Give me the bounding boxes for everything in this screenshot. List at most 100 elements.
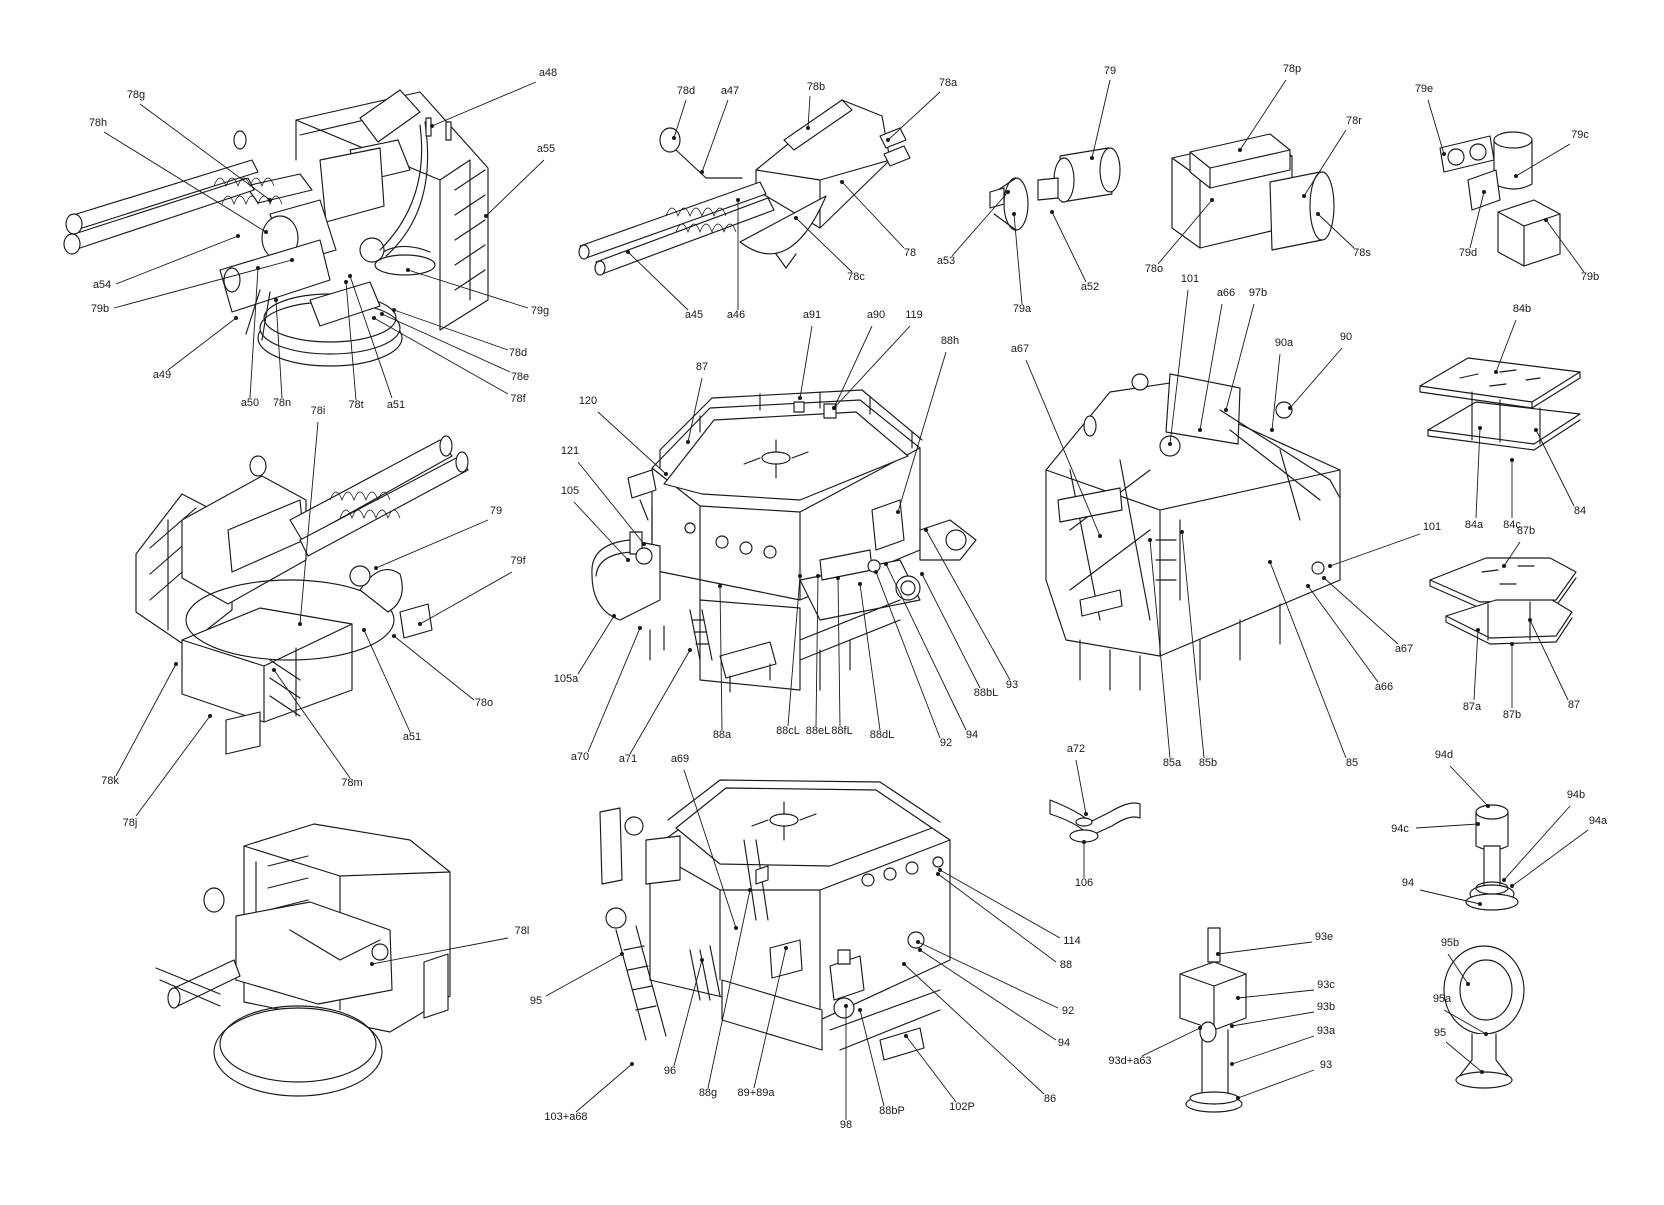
leader-dot xyxy=(406,268,410,272)
part-label: 94a xyxy=(1589,815,1608,827)
leader-dot xyxy=(672,136,676,140)
leader-line xyxy=(917,941,1059,1009)
leader-dot xyxy=(916,940,920,944)
leader-line xyxy=(1169,289,1189,445)
leader-dot xyxy=(1322,576,1326,580)
leader-line xyxy=(167,317,237,371)
part-label: 97b xyxy=(1249,287,1267,299)
leader-dot xyxy=(1302,194,1306,198)
leader-dot xyxy=(272,668,276,672)
leader-line xyxy=(393,635,475,701)
leader-line xyxy=(903,963,1045,1095)
leader-line xyxy=(419,571,513,625)
leader-dot xyxy=(1486,804,1490,808)
leader-dot xyxy=(918,948,922,952)
part-label: a47 xyxy=(721,85,739,97)
part-label: a54 xyxy=(93,279,111,291)
part-label: 78f xyxy=(510,393,526,405)
part-label: 78h xyxy=(89,117,107,129)
part-label: 78d xyxy=(677,85,695,97)
leader-line xyxy=(1511,829,1589,887)
leader-dot xyxy=(688,648,692,652)
part-label: 78m xyxy=(341,777,362,789)
leader-line xyxy=(249,267,259,399)
leader-dot xyxy=(1012,212,1016,216)
leader-dot xyxy=(896,510,900,514)
part-label: 93d+a63 xyxy=(1108,1055,1151,1067)
part-label: 79 xyxy=(490,505,502,517)
leader-line xyxy=(1469,191,1485,249)
leader-dot xyxy=(936,872,940,876)
part-label: a66 xyxy=(1217,287,1235,299)
part-label: 78o xyxy=(475,697,493,709)
part-label: 87b xyxy=(1517,525,1535,537)
leader-dot xyxy=(1050,210,1054,214)
part-label: 95 xyxy=(1434,1027,1446,1039)
leader-dot xyxy=(874,570,878,574)
leader-line xyxy=(1515,143,1571,177)
leader-dot xyxy=(1238,148,1242,152)
leader-dot xyxy=(620,952,624,956)
bridge-tower-upper-drawing xyxy=(591,389,977,693)
part-label: 88cL xyxy=(776,725,800,737)
leader-line xyxy=(1449,765,1489,807)
part-label: 78i xyxy=(311,405,326,417)
mast-94-drawing xyxy=(1465,804,1519,911)
leader-line xyxy=(1149,539,1171,759)
leader-line xyxy=(701,99,729,173)
part-label: a51 xyxy=(403,731,421,743)
part-label: a71 xyxy=(619,753,637,765)
leader-line xyxy=(1473,629,1479,701)
gun-mount-front-drawing xyxy=(63,89,489,367)
part-label: 88g xyxy=(699,1087,717,1099)
leader-line xyxy=(887,91,941,141)
part-label: 93b xyxy=(1317,1001,1335,1013)
platform-84-drawing xyxy=(1419,357,1581,451)
part-label: 78r xyxy=(1346,115,1362,127)
part-label: 88eL xyxy=(806,725,830,737)
leader-dot xyxy=(392,634,396,638)
part-label: 120 xyxy=(579,395,597,407)
ventilator-95-drawing xyxy=(1443,945,1525,1089)
part-label: a50 xyxy=(241,397,259,409)
part-label: a52 xyxy=(1081,281,1099,293)
part-label: a49 xyxy=(153,369,171,381)
part-label: 95a xyxy=(1433,993,1452,1005)
leader-line xyxy=(859,1009,885,1107)
leader-dot xyxy=(1168,442,1172,446)
leader-line xyxy=(807,95,811,129)
leader-line xyxy=(1503,805,1571,881)
part-label: 79b xyxy=(1581,271,1599,283)
leader-line xyxy=(115,663,177,777)
leader-dot xyxy=(1224,408,1228,412)
leader-dot xyxy=(736,198,740,202)
leader-line xyxy=(1271,353,1281,431)
leader-dot xyxy=(1236,996,1240,1000)
leader-line xyxy=(1239,79,1287,151)
part-label: 84 xyxy=(1574,505,1586,517)
leader-line xyxy=(1091,79,1111,159)
leader-dot xyxy=(362,628,366,632)
part-label: 94 xyxy=(966,729,978,741)
part-label: 87b xyxy=(1503,709,1521,721)
leader-dot xyxy=(430,124,434,128)
leader-dot xyxy=(886,138,890,142)
leader-line xyxy=(373,317,509,395)
part-label: 78l xyxy=(515,925,530,937)
part-label: a70 xyxy=(571,751,589,763)
leader-line xyxy=(937,873,1057,963)
leader-dot xyxy=(236,234,240,238)
part-label: 95b xyxy=(1441,937,1459,949)
leader-line xyxy=(1025,359,1101,537)
part-label: 79e xyxy=(1415,83,1433,95)
leader-line xyxy=(1495,319,1517,373)
part-79c-drawing xyxy=(1439,131,1561,267)
part-label: 94d xyxy=(1435,749,1453,761)
leader-line xyxy=(837,577,841,727)
leader-dot xyxy=(1478,902,1482,906)
leader-line xyxy=(1447,953,1469,985)
leader-dot xyxy=(798,574,802,578)
leader-dot xyxy=(1466,982,1470,986)
